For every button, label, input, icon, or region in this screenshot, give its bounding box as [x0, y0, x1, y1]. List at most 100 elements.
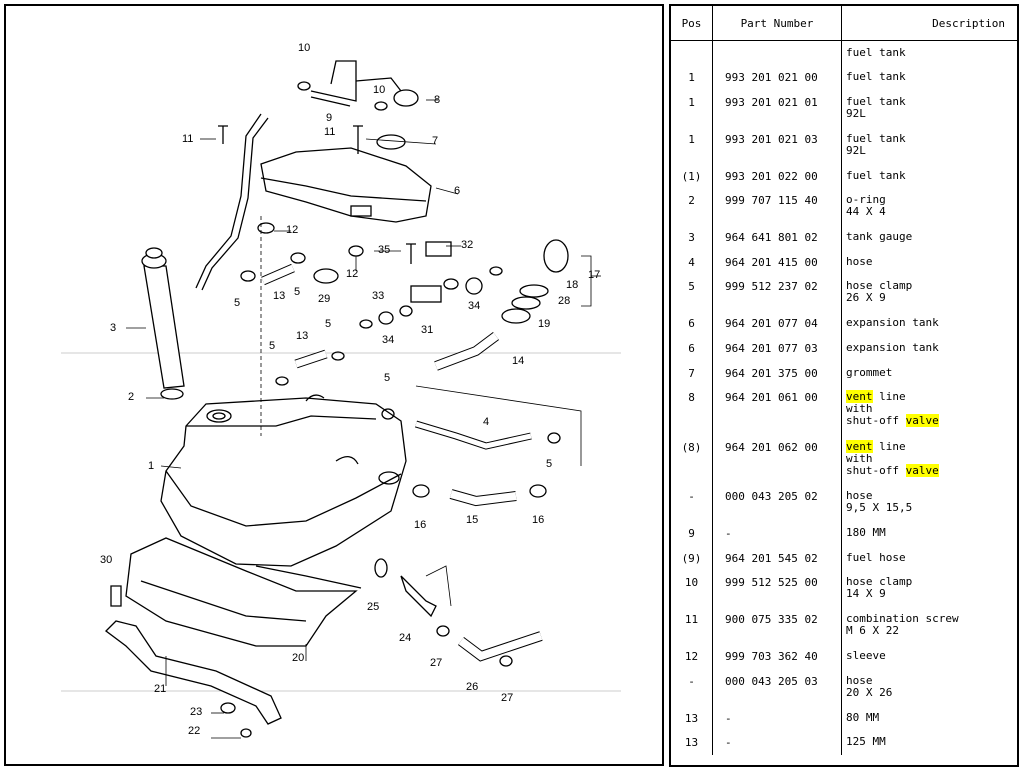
- row-pos: 4: [671, 249, 713, 275]
- description-text: fuel tank: [846, 70, 906, 84]
- row-part-number: 999 707 115 40: [712, 188, 842, 226]
- row-description: 80 MM: [842, 706, 1018, 731]
- highlighted-term: valve: [905, 463, 939, 477]
- description-line: vent line: [846, 439, 1014, 453]
- callout-26: 26: [466, 681, 479, 693]
- callout-34-right: 34: [468, 300, 481, 312]
- tank-gauge-shape: [141, 247, 185, 400]
- row-part-number: 964 641 801 02: [712, 225, 842, 250]
- description-text: 80 MM: [846, 710, 880, 724]
- description-line: 9,5 X 15,5: [846, 502, 1014, 514]
- description-line: 26 X 9: [846, 292, 1014, 304]
- row-part-number: [712, 40, 842, 66]
- exploded-parts-diagram: 10 9 10 8 11 11 7 6 12 12 35 32 3 5 13 2…: [4, 4, 664, 766]
- description-line: hose clamp: [846, 280, 1014, 292]
- row-description: fuel tank: [842, 164, 1018, 189]
- description-text: hose clamp: [846, 575, 913, 589]
- callout-5-f: 5: [546, 458, 553, 470]
- callout-11-left: 11: [182, 133, 194, 145]
- description-line: 92L: [846, 106, 1014, 120]
- description-line: shut-off valve: [846, 414, 1014, 428]
- description-text: 92L: [846, 143, 866, 157]
- description-text: o-ring: [846, 193, 886, 207]
- row-pos: 10: [671, 570, 713, 608]
- description-text: 180 MM: [846, 526, 886, 540]
- description-line: o-ring: [846, 194, 1014, 206]
- description-text: fuel tank: [846, 46, 906, 59]
- callout-16: 16: [532, 514, 545, 526]
- tank-strap-shape: [105, 620, 282, 725]
- callout-29: 29: [318, 293, 331, 305]
- callout-22: 22: [188, 725, 201, 737]
- description-text: fuel hose: [846, 550, 906, 564]
- callout-24: 24: [399, 632, 412, 644]
- highlighted-term: valve: [905, 414, 939, 428]
- row-pos: (8): [671, 434, 713, 485]
- row-part-number: 964 201 545 02: [712, 545, 842, 571]
- description-line: tank gauge: [846, 231, 1014, 243]
- row-description: expansion tank: [842, 311, 1018, 336]
- highlighted-term: vent: [846, 439, 873, 453]
- callout-6: 6: [454, 185, 461, 197]
- leader-lines: [126, 99, 601, 739]
- row-pos: (9): [671, 545, 713, 571]
- row-pos: 1: [671, 126, 713, 164]
- callout-3: 3: [110, 322, 117, 334]
- callout-7: 7: [432, 135, 439, 147]
- row-part-number: 993 201 022 00: [712, 163, 842, 189]
- description-line: hose clamp: [846, 576, 1014, 588]
- vent-line-shape: [195, 60, 419, 291]
- row-pos: (1): [671, 163, 713, 189]
- description-text: 14 X 9: [846, 587, 886, 601]
- description-text: with: [846, 402, 873, 416]
- description-text: 92L: [846, 106, 866, 120]
- row-description: grommet: [842, 361, 1018, 386]
- callout-16-left: 16: [414, 519, 427, 531]
- description-line: with: [846, 403, 1014, 415]
- callout-33: 33: [372, 290, 385, 302]
- row-part-number: 900 075 335 02: [712, 607, 842, 645]
- row-part-number: 000 043 205 02: [712, 484, 842, 522]
- description-text: 125 MM: [846, 735, 886, 749]
- row-part-number: 999 512 525 00: [712, 570, 842, 608]
- description-line: with: [846, 452, 1014, 465]
- description-text: grommet: [846, 365, 893, 379]
- callout-12-left: 12: [286, 224, 299, 236]
- description-text: hose clamp: [846, 279, 913, 293]
- description-text: line: [872, 390, 906, 404]
- row-part-number: 993 201 021 01: [712, 89, 842, 127]
- header-part-number: Part Number: [712, 6, 842, 41]
- row-part-number: 993 201 021 03: [712, 126, 842, 164]
- description-line: 80 MM: [846, 710, 1014, 724]
- row-description: fuel hose: [842, 546, 1018, 571]
- callout-1: 1: [148, 460, 155, 472]
- description-line: fuel tank: [846, 132, 1014, 145]
- row-description: sleeve: [842, 644, 1018, 669]
- row-part-number: -: [712, 730, 842, 755]
- row-part-number: 964 201 062 00: [712, 434, 842, 485]
- description-text: tank gauge: [846, 230, 913, 244]
- description-line: 125 MM: [846, 736, 1014, 748]
- row-description: tank gauge: [842, 225, 1018, 250]
- description-line: hose: [846, 490, 1014, 502]
- callout-25: 25: [367, 601, 380, 613]
- row-description: expansion tank: [842, 336, 1018, 361]
- fuel-system-drawing: [61, 60, 621, 739]
- callout-5-b: 5: [294, 286, 301, 298]
- row-part-number: 964 201 375 00: [712, 360, 842, 386]
- table-row: 9-180 MM: [671, 521, 1017, 546]
